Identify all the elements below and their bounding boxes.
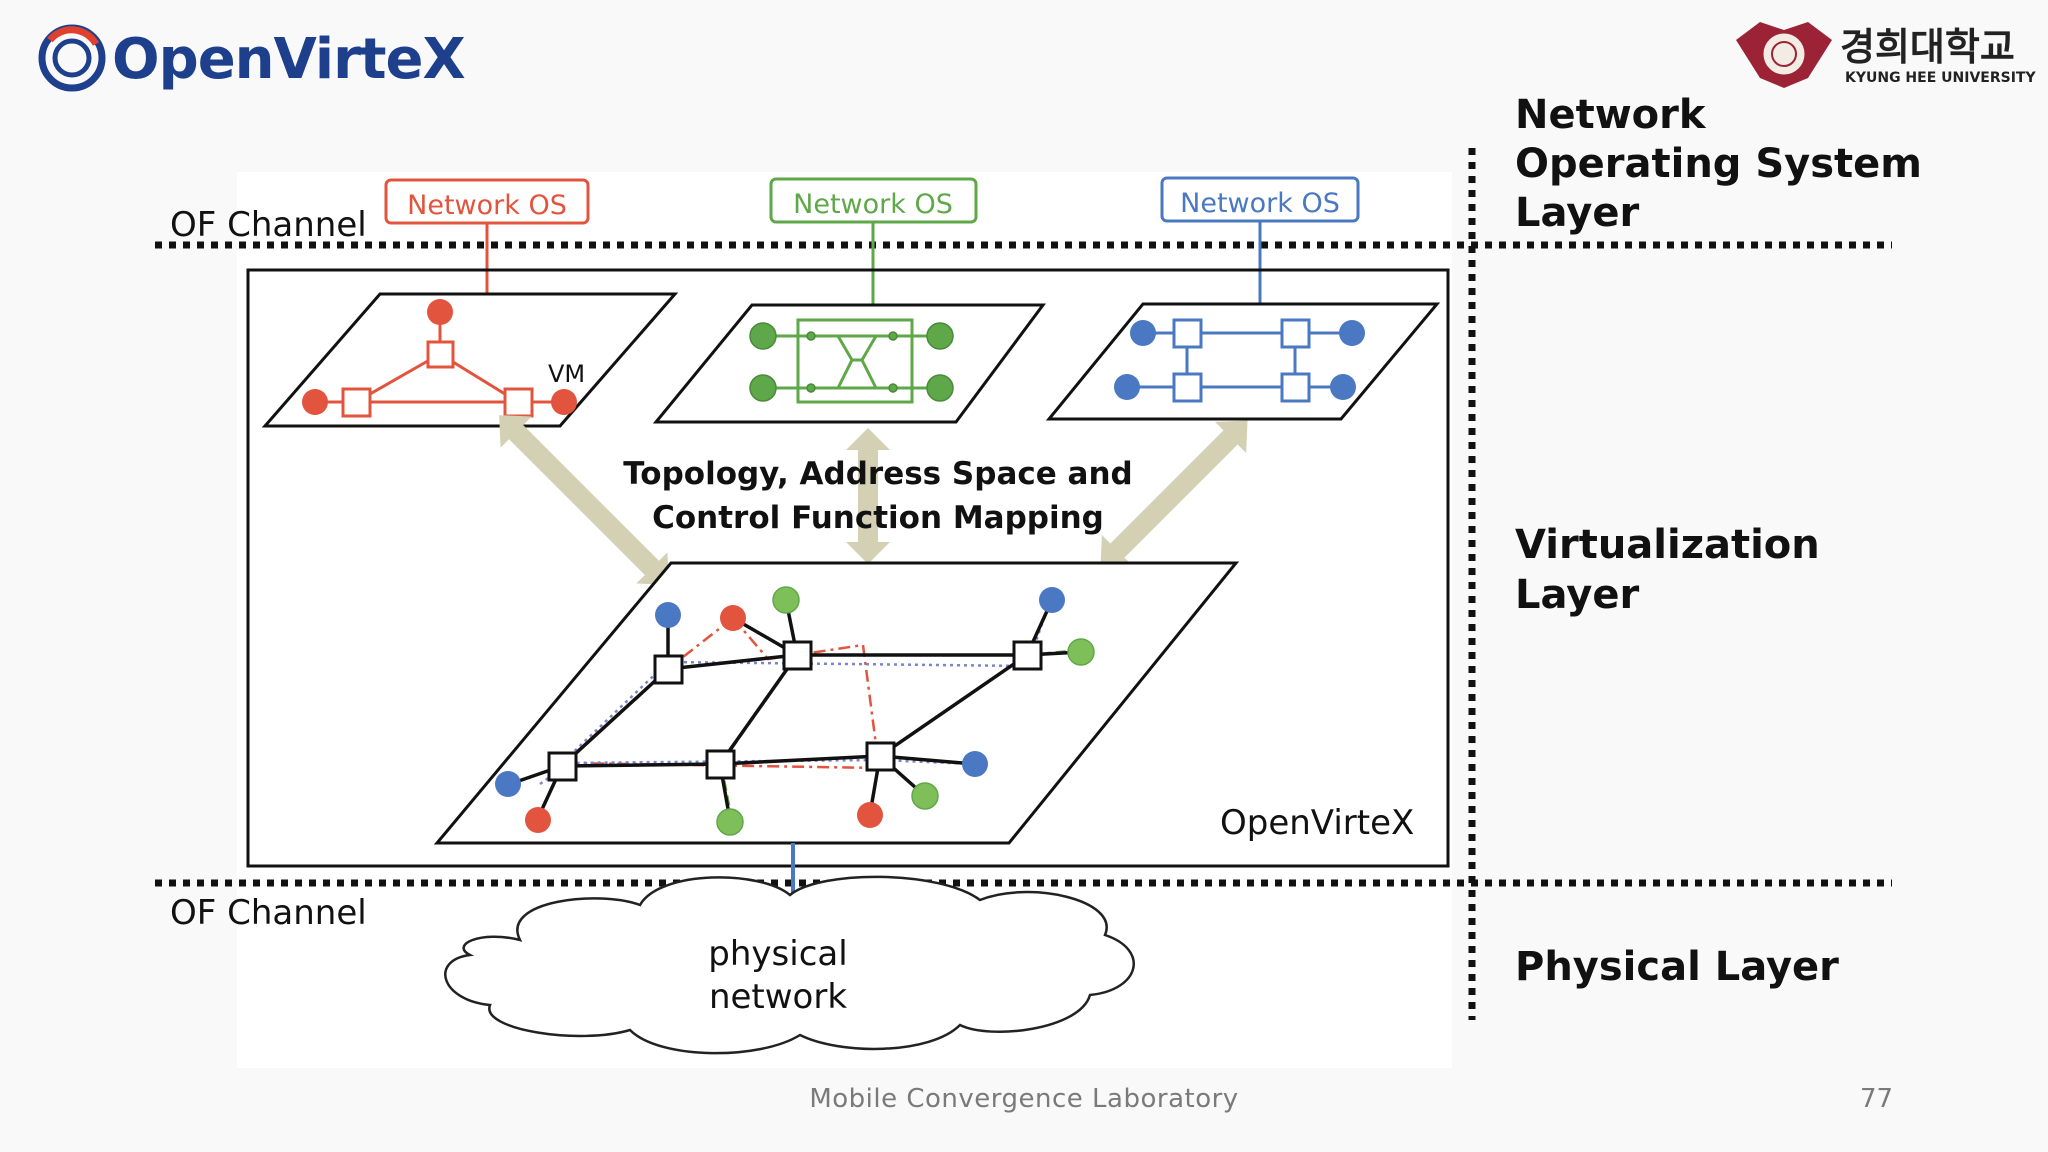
footer-lab-name: Mobile Convergence Laboratory: [809, 1084, 1239, 1114]
svg-text:Network OS: Network OS: [793, 189, 953, 220]
openvirtex-box: [246, 268, 1450, 868]
openvirtex-logo-mark: [38, 24, 106, 92]
of-channel-top-label: OF Channel: [170, 205, 367, 245]
virtual-network-blue: [1045, 302, 1441, 421]
openvirtex-logo: OpenVirteX: [38, 24, 466, 92]
svg-text:Operating System: Operating System: [1515, 141, 1922, 187]
svg-text:Network: Network: [1515, 92, 1707, 138]
of-channel-bottom-label: OF Channel: [170, 893, 367, 933]
virtualization-layer-label: Virtualization Layer: [1515, 522, 1820, 618]
network-os-red: Network OS: [384, 178, 590, 295]
openvirtex-topology: OpenVirteX: [433, 561, 1414, 845]
page-number: 77: [1860, 1084, 1894, 1114]
university-korean-name: 경희대학교: [1840, 25, 2015, 69]
nos-layer-label: Network Operating System Layer: [1515, 92, 1922, 236]
vm-label: VM: [548, 360, 585, 388]
arrow-right-icon: [1100, 420, 1248, 568]
svg-text:Layer: Layer: [1515, 190, 1639, 236]
network-os-blue: Network OS: [1160, 176, 1360, 305]
svg-text:network: network: [709, 977, 847, 1017]
virtual-network-green: [652, 303, 1046, 424]
virtual-network-red: VM: [261, 292, 679, 428]
arrow-center-icon: [846, 428, 890, 564]
svg-text:Layer: Layer: [1515, 572, 1639, 618]
physical-network-label: physical network: [708, 934, 847, 1017]
svg-text:Virtualization: Virtualization: [1515, 522, 1820, 568]
svg-text:physical: physical: [708, 934, 847, 974]
svg-text:Control Function Mapping: Control Function Mapping: [652, 500, 1104, 536]
svg-text:Network OS: Network OS: [407, 190, 567, 221]
university-english-name: KYUNG HEE UNIVERSITY: [1845, 70, 2036, 86]
physical-layer-label: Physical Layer: [1515, 944, 1839, 990]
svg-text:Network OS: Network OS: [1180, 188, 1340, 219]
network-os-green: Network OS: [769, 177, 978, 305]
svg-text:Topology, Address Space and: Topology, Address Space and: [623, 456, 1133, 492]
kyung-hee-seal-icon: [1736, 22, 1832, 88]
openvirtex-logo-text: OpenVirteX: [112, 27, 465, 92]
kyung-hee-logo: 경희대학교 KYUNG HEE UNIVERSITY: [1736, 22, 2036, 88]
mapping-arrows: [499, 415, 1248, 585]
mapping-label: Topology, Address Space and Control Func…: [623, 456, 1133, 536]
arrow-left-icon: [499, 415, 669, 585]
physical-network-cloud-icon: [444, 875, 1135, 1055]
openvirtex-label: OpenVirteX: [1220, 803, 1414, 843]
